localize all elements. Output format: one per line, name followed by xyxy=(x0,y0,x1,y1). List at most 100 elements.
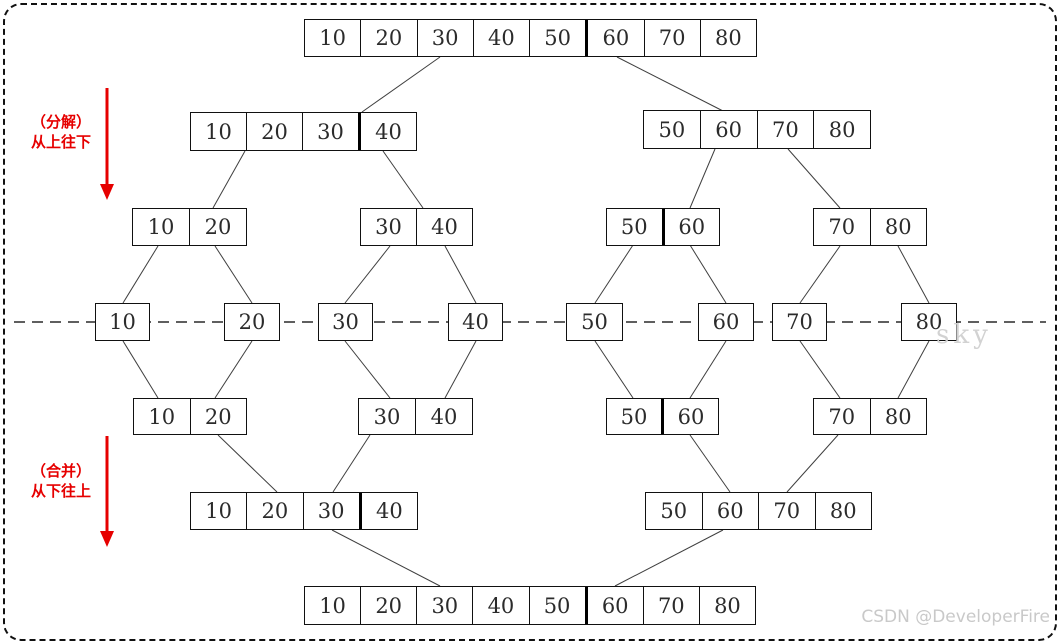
array-node-single_7: 70 xyxy=(772,303,827,341)
array-cell: 80 xyxy=(869,399,927,434)
array-cell: 50 xyxy=(529,20,585,56)
array-node-single_3: 30 xyxy=(318,303,373,341)
connector-line xyxy=(382,150,424,209)
connector-line xyxy=(332,434,371,493)
connector-line xyxy=(212,150,246,209)
merge-title: （合并） xyxy=(30,462,91,480)
connector-line xyxy=(444,245,477,304)
array-cell: 30 xyxy=(302,113,358,150)
connector-line xyxy=(897,340,930,399)
connector-line xyxy=(344,340,391,399)
array-cell: 10 xyxy=(147,215,175,239)
csdn-watermark: CSDN @DeveloperFire xyxy=(861,607,1050,627)
array-cell: 40 xyxy=(416,209,472,245)
array-cell: 60 xyxy=(712,310,740,334)
array-node-m3_d: 70 80 xyxy=(813,398,927,435)
connector-line xyxy=(444,340,477,399)
array-node-d3_a: 10 20 xyxy=(132,208,247,246)
connector-line xyxy=(594,340,634,399)
array-cell: 60 xyxy=(585,20,643,56)
array-cell: 40 xyxy=(358,113,416,150)
array-cell: 70 xyxy=(828,215,856,239)
decompose-arrow xyxy=(100,88,114,200)
connector-line xyxy=(361,56,441,113)
array-cell: 80 xyxy=(814,493,872,529)
array-cell: 50 xyxy=(620,404,648,429)
array-node-single_6: 60 xyxy=(698,303,754,341)
array-cell: 10 xyxy=(148,404,176,429)
connector-line xyxy=(689,340,727,399)
array-cell: 20 xyxy=(189,209,246,245)
array-cell: 80 xyxy=(698,587,755,624)
array-cell: 40 xyxy=(462,310,489,334)
decompose-title: （分解） xyxy=(30,113,91,131)
connector-line xyxy=(214,340,253,399)
sky-watermark: sky xyxy=(936,320,992,350)
array-cell: 70 xyxy=(786,310,813,334)
array-node-m3_b: 30 40 xyxy=(358,398,473,435)
array-node-single_8: 80 xyxy=(901,303,957,341)
array-cell: 60 xyxy=(699,111,757,148)
array-cell: 80 xyxy=(699,20,756,56)
connector-line xyxy=(689,148,716,209)
array-cell: 30 xyxy=(375,215,402,239)
array-cell: 20 xyxy=(189,399,247,434)
array-cell: 30 xyxy=(416,20,473,56)
array-node-single_2: 20 xyxy=(224,303,280,341)
connector-line xyxy=(897,245,930,304)
decompose-label: （分解） 从上往下 xyxy=(17,112,105,152)
connector-line xyxy=(614,529,724,587)
connector-line xyxy=(594,244,634,304)
array-cell: 50 xyxy=(581,310,608,334)
array-cell: 10 xyxy=(205,499,232,523)
connector-line xyxy=(689,434,731,493)
array-cell: 80 xyxy=(813,111,870,148)
array-cell: 20 xyxy=(360,20,416,56)
merge-subtitle: 从下往上 xyxy=(30,482,91,500)
array-node-single_4: 40 xyxy=(448,303,503,341)
array-cell: 70 xyxy=(758,493,815,529)
array-cell: 70 xyxy=(756,111,814,148)
connector-lines xyxy=(122,56,930,587)
array-cell: 40 xyxy=(472,20,529,56)
array-cell: 10 xyxy=(205,119,232,144)
merge-label: （合并） 从下往上 xyxy=(17,461,105,501)
array-cell: 30 xyxy=(373,404,401,429)
array-cell: 20 xyxy=(246,113,302,150)
connector-line xyxy=(799,245,841,304)
array-cell: 70 xyxy=(828,404,856,429)
array-cell: 10 xyxy=(319,593,346,618)
array-cell: 40 xyxy=(415,399,472,434)
array-cell: 20 xyxy=(360,587,416,624)
array-cell: 20 xyxy=(238,310,266,334)
connector-line xyxy=(217,434,278,493)
merge-arrow xyxy=(100,436,114,547)
array-node-single_5: 50 xyxy=(566,303,623,341)
array-cell: 30 xyxy=(416,587,472,624)
array-cell: 40 xyxy=(358,493,417,529)
connector-line xyxy=(344,245,391,304)
connector-line xyxy=(214,245,253,304)
array-cell: 60 xyxy=(661,209,720,245)
array-node-m3_a: 10 20 xyxy=(133,398,247,435)
array-cell: 60 xyxy=(701,493,759,529)
array-node-single_1: 10 xyxy=(95,303,150,341)
connector-line xyxy=(616,56,726,113)
array-cell: 70 xyxy=(642,587,699,624)
array-cell: 10 xyxy=(319,26,346,50)
array-cell: 50 xyxy=(658,117,686,142)
array-node-m3_c: 50 60 xyxy=(606,398,719,435)
array-cell: 60 xyxy=(584,587,643,624)
array-cell: 60 xyxy=(661,399,718,434)
array-cell: 30 xyxy=(302,493,359,529)
array-cell: 20 xyxy=(246,493,302,529)
